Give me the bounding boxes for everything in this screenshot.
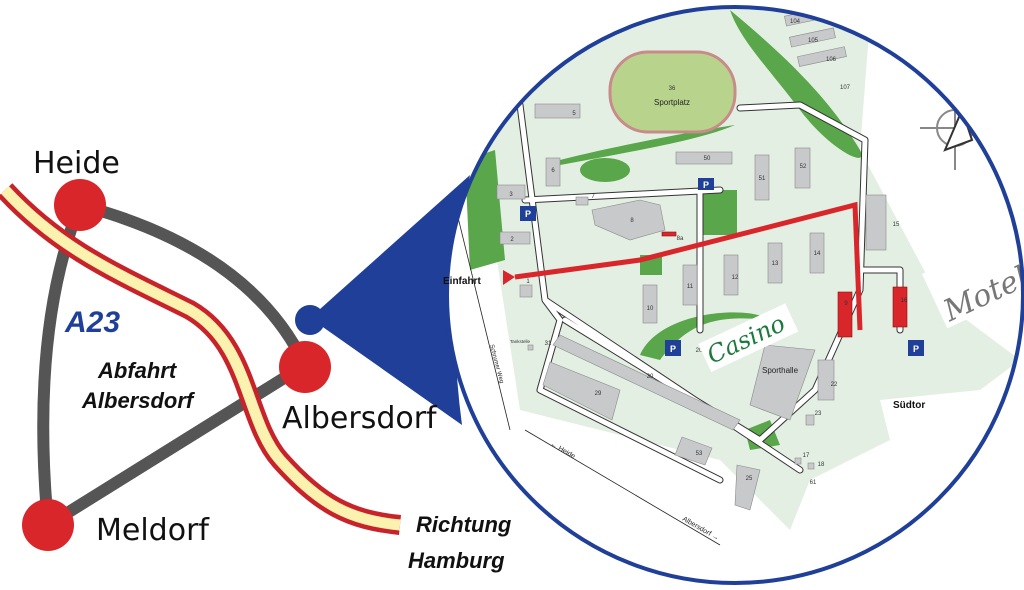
map-label: 17 [803, 453, 810, 459]
map-label: 15 [893, 222, 900, 228]
map-label: P [525, 209, 531, 219]
buildings: 5 6 3 2 1 7 8 8a 50 51 52 15 14 13 12 11… [496, 8, 908, 511]
map-label: 2 [510, 237, 514, 243]
entrance-arrow-icon [503, 270, 515, 285]
map-label: 107 [840, 85, 851, 91]
parking-signs: P P P P [520, 178, 924, 356]
exit-label-1: Abfahrt [97, 358, 178, 383]
map-label: 22 [831, 382, 838, 388]
exit-label-2: Albersdorf [81, 388, 196, 413]
map-label: 1 [526, 279, 530, 285]
sportplatz-field [608, 50, 737, 134]
map-label: 50 [704, 156, 711, 162]
city-albersdorf: Albersdorf [282, 401, 438, 436]
zoom-cone [310, 175, 470, 425]
city-heide: Heide [33, 146, 120, 181]
sporthalle-label: Sporthalle [762, 366, 799, 375]
detail-ring [445, 5, 1024, 585]
map-label: 18 [818, 462, 825, 468]
map-label: 13 [772, 261, 779, 267]
map-label: 30 [647, 374, 654, 380]
map-label: 25 [746, 476, 753, 482]
route-to-site [514, 201, 863, 331]
map-label: 104 [790, 19, 801, 25]
entrance-label: Einfahrt [443, 276, 481, 287]
highway-label: A23 [64, 306, 120, 339]
highway-a23 [0, 183, 402, 535]
map-label: 8a [677, 236, 684, 242]
map-label: 16 [901, 298, 908, 304]
map-label: 3 [509, 192, 513, 198]
map-label: P [703, 180, 709, 190]
albersdorf-marker-blue [295, 305, 325, 335]
map-label: 6 [551, 168, 555, 174]
heide-dot [54, 179, 106, 231]
map-label: 31 [545, 341, 552, 347]
map-label: 11 [687, 284, 694, 290]
map-label: 51 [759, 176, 766, 182]
map-label: Tankstelle [510, 339, 531, 344]
direction-label-2: Hamburg [408, 548, 505, 573]
direction-label-1: Richtung [416, 512, 512, 537]
map-label: 14 [814, 251, 821, 257]
map-label: P [670, 344, 676, 354]
city-meldorf: Meldorf [96, 513, 210, 548]
map-label: 10 [647, 306, 654, 312]
map-label: 23 [815, 411, 822, 417]
map-label: 53 [696, 451, 703, 457]
map-label: 36 [669, 86, 676, 92]
sportplatz-label: Sportplatz [654, 98, 690, 107]
map-label: 12 [732, 275, 739, 281]
map-label: 5 [572, 111, 576, 117]
map-label: 105 [808, 38, 819, 44]
meldorf-dot [22, 499, 74, 551]
south-gate-label: Südtor [893, 400, 925, 411]
map-label: 52 [800, 164, 807, 170]
map-label: 61 [810, 480, 817, 486]
map-label: 9 [844, 301, 848, 307]
albersdorf-dot [279, 341, 331, 393]
map-label: 7 [591, 194, 595, 200]
map-label: 106 [826, 57, 837, 63]
map-label: 29 [595, 391, 602, 397]
map-label: 20 [696, 348, 703, 354]
map-label: 8 [630, 218, 634, 224]
map-label: P [913, 344, 919, 354]
